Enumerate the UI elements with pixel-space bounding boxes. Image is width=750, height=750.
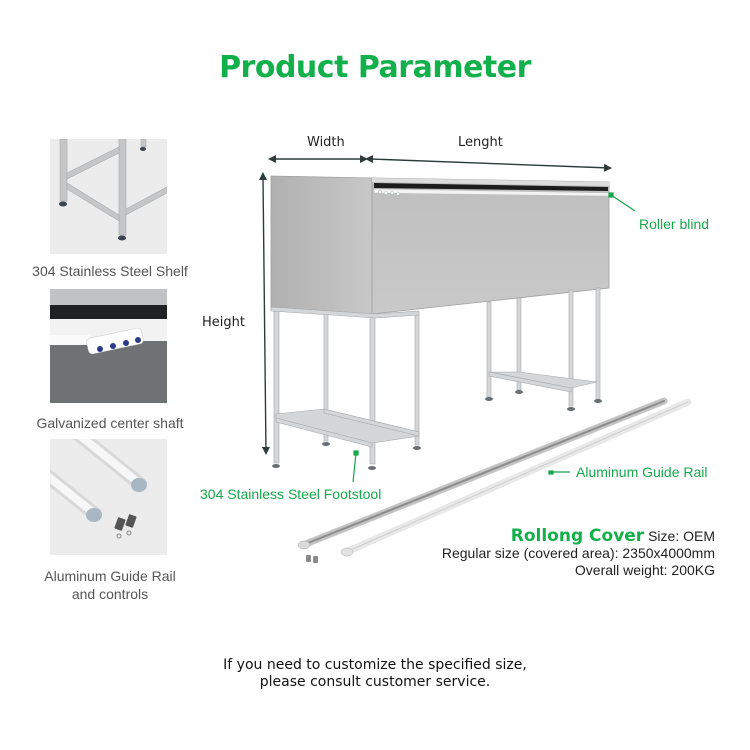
overall-weight: Overall weight: 200KG: [574, 562, 715, 578]
height-label: Height: [202, 315, 245, 330]
width-label: Width: [307, 135, 345, 150]
height-arrow: [259, 172, 270, 455]
size-value: Size: OEM: [648, 528, 715, 544]
length-arrow: [365, 155, 612, 172]
shelf-label: 304 Stainless Steel Shelf: [32, 263, 188, 279]
guide-rail-callout-label: Aluminum Guide Rail: [576, 464, 708, 480]
guide-rail-label: Aluminum Guide Rail and controls: [10, 567, 210, 603]
remote-controls-icon: [306, 555, 318, 563]
spec-block: Rollong Cover Size: OEM Regular size (co…: [442, 528, 715, 579]
length-label: Lenght: [458, 135, 503, 150]
guide-rail-label-line1: Aluminum Guide Rail: [44, 568, 176, 584]
center-shaft-thumbnail: [50, 289, 167, 403]
spec-title-line: Rollong Cover Size: OEM: [442, 528, 715, 545]
page-title: Product Parameter: [219, 50, 531, 85]
roller-blind-label: Roller blind: [639, 216, 710, 232]
center-shaft-label: Galvanized center shaft: [36, 415, 184, 431]
center-shaft-image: [50, 289, 167, 403]
regular-size: Regular size (covered area): 2350x4000mm: [441, 545, 715, 561]
guide-rail-label-line2: and controls: [71, 586, 149, 602]
product-name: Rollong Cover: [510, 526, 645, 546]
guide-rails: [299, 397, 692, 556]
guide-rail-image: [50, 439, 167, 555]
note-line1: If you need to customize the specified s…: [223, 657, 527, 673]
footstool-label: 304 Stainless Steel Footstool: [200, 486, 382, 502]
customization-note: If you need to customize the specified s…: [0, 657, 750, 691]
shelf-thumbnail: [50, 139, 167, 254]
guide-rail-thumbnail: [50, 439, 167, 555]
shelf-image: [50, 139, 167, 254]
note-line2: please consult customer service.: [259, 674, 491, 690]
